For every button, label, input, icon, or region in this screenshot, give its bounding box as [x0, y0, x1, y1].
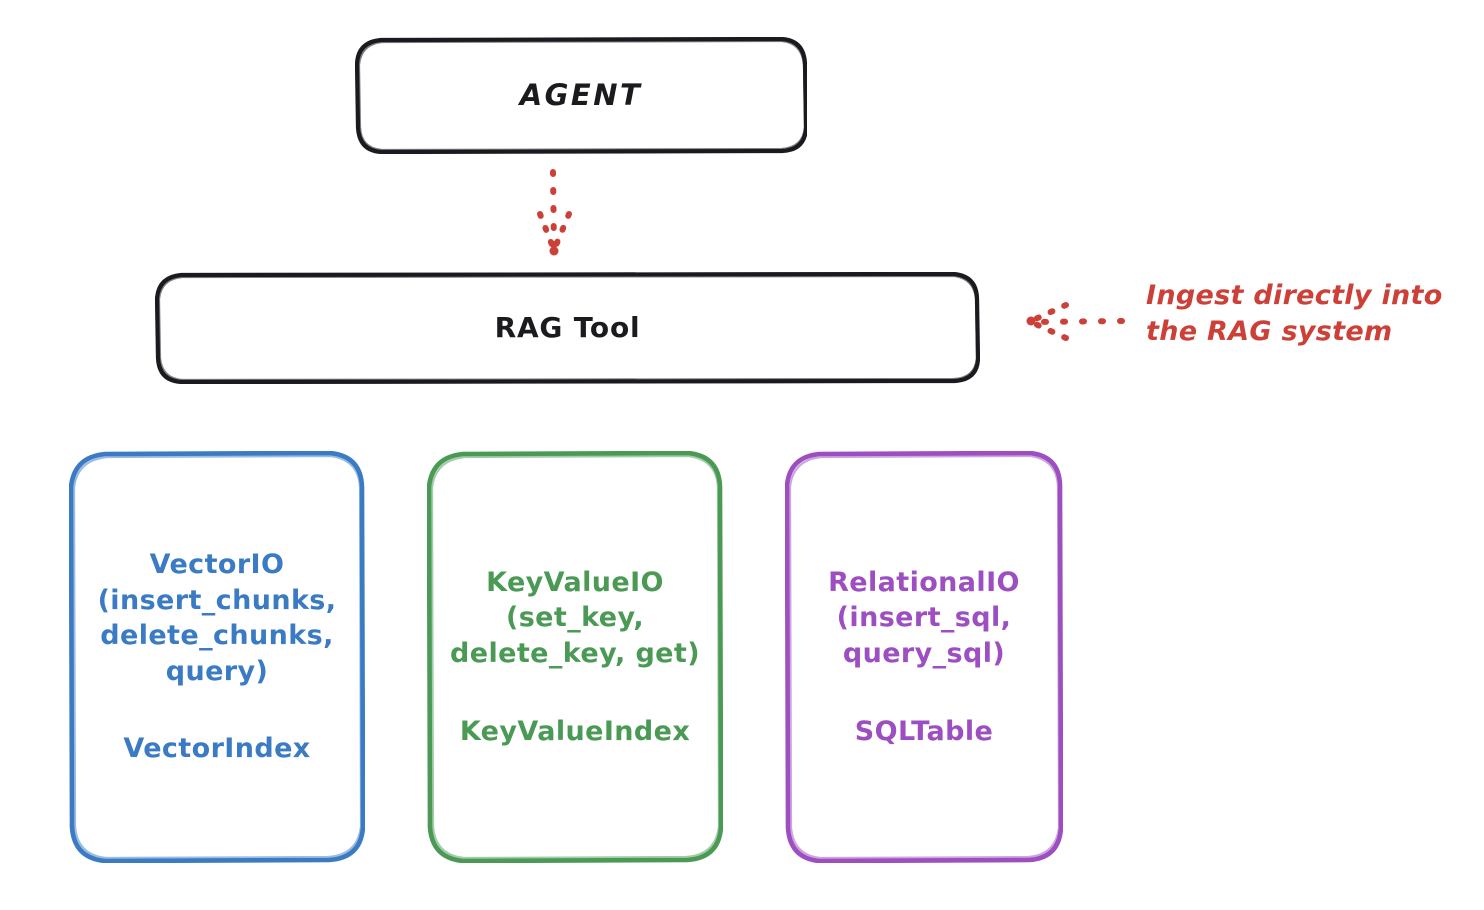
vector-io-node-label: VectorIO (insert_chunks, delete_chunks, … — [98, 547, 337, 767]
vector-io-index-label: VectorIndex — [123, 733, 311, 765]
agent-to-rag-tool-arrow — [537, 169, 572, 256]
vector-io-node[interactable]: VectorIO (insert_chunks, delete_chunks, … — [69, 451, 365, 863]
agent-node-label: AGENT — [519, 77, 643, 112]
key-value-io-node[interactable]: KeyValueIO (set_key, delete_key, get) Ke… — [427, 451, 723, 863]
rag-tool-node[interactable]: RAG Tool — [155, 272, 980, 384]
relational-io-index-label: SQLTable — [854, 715, 994, 747]
key-value-io-api-label: KeyValueIO (set_key, delete_key, get) — [450, 566, 700, 669]
relational-io-api-label: RelationalIO (insert_sql, query_sql) — [828, 566, 1020, 669]
rag-tool-node-label: RAG Tool — [494, 311, 641, 345]
vector-io-api-label: VectorIO (insert_chunks, delete_chunks, … — [97, 548, 337, 687]
relational-io-node-label: RelationalIO (insert_sql, query_sql) SQL… — [828, 565, 1020, 750]
ingest-to-rag-tool-arrow — [1026, 302, 1125, 341]
key-value-io-node-label: KeyValueIO (set_key, delete_key, get) Ke… — [450, 565, 700, 750]
key-value-io-index-label: KeyValueIndex — [459, 715, 691, 747]
relational-io-node[interactable]: RelationalIO (insert_sql, query_sql) SQL… — [785, 451, 1063, 863]
ingest-annotation-text: Ingest directly into the RAG system — [1146, 280, 1443, 347]
agent-node[interactable]: AGENT — [355, 37, 807, 154]
